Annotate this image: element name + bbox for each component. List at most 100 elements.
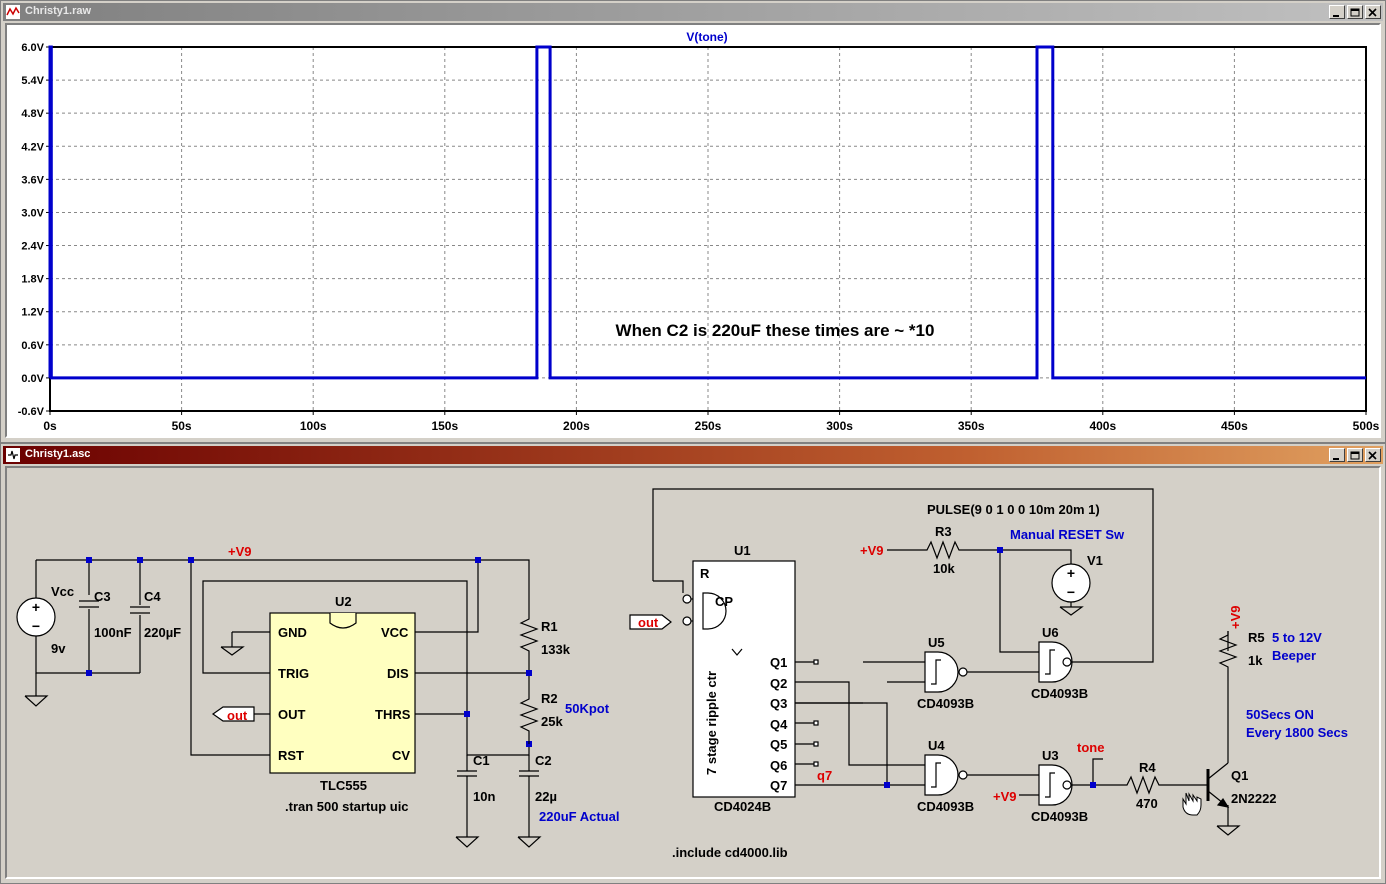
close-button[interactable] xyxy=(1365,5,1381,19)
trace-label[interactable]: V(tone) xyxy=(686,30,727,44)
gnd-symbol-vcc xyxy=(24,695,49,707)
maximize-icon xyxy=(1350,8,1360,17)
u5-nand-gate[interactable] xyxy=(924,651,968,693)
manual-reset-note: Manual RESET Sw xyxy=(1010,527,1125,542)
svg-text:−: − xyxy=(32,618,40,634)
c2-capacitor[interactable] xyxy=(519,770,539,777)
c3-value: 100nF xyxy=(94,625,132,640)
r1-resistor[interactable] xyxy=(519,616,539,655)
r2-label: R2 xyxy=(541,691,558,706)
q1-label: Q1 xyxy=(1231,768,1248,783)
y-tick-label: -0.6V xyxy=(18,406,45,418)
v9-net-label: +V9 xyxy=(228,544,252,559)
c2-note: 220uF Actual xyxy=(539,809,619,824)
minimize-icon xyxy=(1333,15,1339,17)
u1-cp-input xyxy=(702,592,727,630)
maximize-button[interactable] xyxy=(1347,448,1363,462)
c1-capacitor[interactable] xyxy=(457,770,477,777)
q1-part: 2N2222 xyxy=(1231,791,1277,806)
u1-pin-q4: Q4 xyxy=(770,717,788,732)
r4-label: R4 xyxy=(1139,760,1156,775)
waveform-app-icon xyxy=(6,5,20,19)
u1-pin-q6: Q6 xyxy=(770,758,787,773)
plot-grid xyxy=(50,47,1366,411)
v9-r3-label: +V9 xyxy=(860,543,884,558)
close-button[interactable] xyxy=(1365,448,1381,462)
r2-resistor[interactable] xyxy=(519,696,539,744)
tran-directive[interactable]: .tran 500 startup uic xyxy=(285,799,409,814)
v1-label: V1 xyxy=(1087,553,1103,568)
u4-label: U4 xyxy=(928,738,945,753)
plot-annotation[interactable]: When C2 is 220uF these times are ~ *10 xyxy=(616,321,935,340)
schematic-pane[interactable]: + − xyxy=(5,466,1381,879)
v9-r5-label: +V9 xyxy=(1228,606,1243,630)
schematic-canvas[interactable]: + − xyxy=(7,468,1381,879)
minimize-button[interactable] xyxy=(1329,5,1345,19)
close-icon xyxy=(1368,451,1377,460)
schematic-titlebar[interactable]: Christy1.asc xyxy=(3,446,1383,464)
u4-nand-gate[interactable] xyxy=(924,754,968,796)
r5-label: R5 xyxy=(1248,630,1265,645)
svg-text:−: − xyxy=(1067,584,1075,600)
u1-pin-q7: Q7 xyxy=(770,778,787,793)
r4-resistor[interactable] xyxy=(1123,775,1163,795)
c1-label: C1 xyxy=(473,753,490,768)
q1-transistor[interactable] xyxy=(1206,762,1230,808)
u6-label: U6 xyxy=(1042,625,1059,640)
u3-nand-gate[interactable] xyxy=(1038,764,1073,806)
out-flag-u1-text: out xyxy=(638,615,659,630)
u2-pin-vcc: VCC xyxy=(381,625,409,640)
hand-cursor-icon xyxy=(1182,792,1202,816)
u1-clk-arrow xyxy=(731,648,743,656)
r3-value: 10k xyxy=(933,561,955,576)
x-tick-label: 450s xyxy=(1221,419,1248,433)
u1-cp-bubble xyxy=(682,616,692,626)
u6-nand-gate[interactable] xyxy=(1038,641,1073,683)
c3-capacitor[interactable] xyxy=(79,600,99,608)
u1-r-bubble xyxy=(682,594,692,604)
waveform-window-title: Christy1.raw xyxy=(25,5,92,17)
svg-text:+: + xyxy=(1067,565,1075,581)
r1-value: 133k xyxy=(541,642,571,657)
c4-label: C4 xyxy=(144,589,161,604)
gnd-symbol-v1 xyxy=(1059,606,1084,616)
minimize-button[interactable] xyxy=(1329,448,1345,462)
r5-resistor[interactable] xyxy=(1218,631,1238,681)
u1-pin-q3: Q3 xyxy=(770,696,787,711)
out-flag-u2[interactable] xyxy=(211,706,255,722)
u2-pin-rst: RST xyxy=(278,748,304,763)
r3-resistor[interactable] xyxy=(923,540,961,560)
v1-source-symbol[interactable]: + − xyxy=(1051,563,1091,603)
waveform-titlebar[interactable]: Christy1.raw xyxy=(3,3,1383,21)
vcc-label: Vcc xyxy=(51,584,74,599)
out-flag-u1[interactable] xyxy=(629,614,672,630)
gnd-symbol-q1 xyxy=(1216,825,1241,836)
c4-capacitor[interactable] xyxy=(130,606,150,614)
tone-net-label: tone xyxy=(1077,740,1104,755)
r5-note-2: Beeper xyxy=(1272,648,1316,663)
y-tick-label: 3.0V xyxy=(21,207,44,219)
gnd-symbol-c1 xyxy=(455,836,480,848)
x-tick-label: 300s xyxy=(826,419,853,433)
u2-body[interactable] xyxy=(269,612,416,774)
r4-value: 470 xyxy=(1136,796,1158,811)
u1-pin-cp: CP xyxy=(715,594,733,609)
include-directive[interactable]: .include cd4000.lib xyxy=(672,845,788,860)
u2-pin-trig: TRIG xyxy=(278,666,309,681)
x-tick-label: 200s xyxy=(563,419,590,433)
r5-note-1: 5 to 12V xyxy=(1272,630,1322,645)
u1-label: U1 xyxy=(734,543,751,558)
vcc-source-symbol[interactable]: + − xyxy=(16,597,56,637)
y-tick-label: 5.4V xyxy=(21,75,44,87)
y-tick-label: 4.2V xyxy=(21,141,44,153)
pulse-spec[interactable]: PULSE(9 0 1 0 0 10m 20m 1) xyxy=(927,502,1100,517)
r2-note: 50Kpot xyxy=(565,701,610,716)
gnd-symbol-u2 xyxy=(220,646,245,656)
maximize-button[interactable] xyxy=(1347,5,1363,19)
c2-value: 22µ xyxy=(535,789,557,804)
trace-vtone[interactable] xyxy=(48,45,1366,380)
y-tick-label: 4.8V xyxy=(21,108,44,120)
timing-note-2: Every 1800 Secs xyxy=(1246,725,1348,740)
